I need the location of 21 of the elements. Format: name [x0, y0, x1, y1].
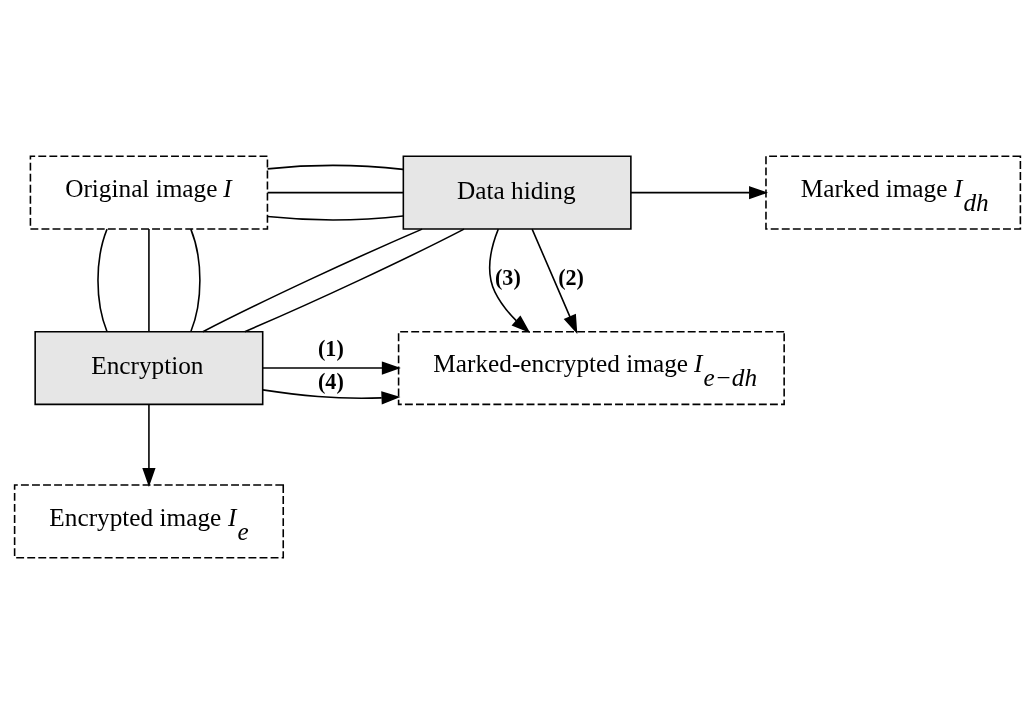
arrow: [261, 389, 401, 405]
connector: [148, 228, 150, 333]
node-box: Data hiding: [402, 155, 632, 230]
arrow: [262, 361, 401, 375]
edge-label: (2): [558, 264, 584, 290]
arrow: [142, 403, 156, 487]
connector: [266, 164, 404, 171]
edge-label: (3): [494, 264, 521, 290]
arrow: [488, 228, 531, 333]
node-box: Encryption: [34, 330, 264, 406]
arrow: [630, 186, 769, 200]
arrow: [531, 228, 578, 334]
connector: [202, 228, 423, 333]
connector: [266, 215, 404, 221]
connector: [190, 228, 201, 333]
connector: [97, 228, 108, 333]
edge-label: (4): [318, 368, 344, 394]
connector: [243, 228, 465, 333]
edge-label: (1): [318, 335, 344, 361]
node-box: Original image I: [29, 155, 269, 230]
connector: [266, 191, 404, 194]
